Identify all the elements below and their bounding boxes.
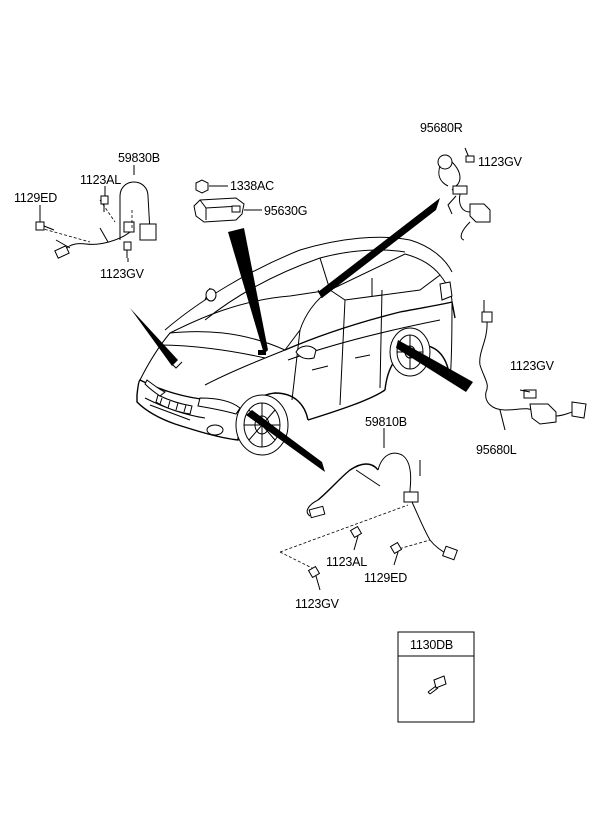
rear-right-wheel-sensor — [437, 147, 491, 241]
label-59830B: 59830B — [118, 151, 160, 165]
label-1129ED-fl: 1129ED — [14, 191, 57, 205]
label-1123GV-fl: 1123GV — [100, 267, 145, 281]
label-1129ED-fr: 1129ED — [364, 571, 407, 585]
front-right-sensor-assembly — [279, 428, 458, 591]
car-illustration — [136, 236, 456, 456]
pointer-wedges — [130, 198, 473, 472]
part-labels: 95680R 1123GV 59830B 1123AL 1129ED 1123G… — [14, 121, 555, 611]
label-95630G: 95630G — [264, 204, 307, 218]
label-95680R: 95680R — [420, 121, 463, 135]
control-module — [193, 179, 262, 223]
label-95680L: 95680L — [476, 443, 517, 457]
legend-box-1130DB: 1130DB — [397, 631, 475, 723]
label-1123GV-rl: 1123GV — [510, 359, 555, 373]
front-left-sensor-assembly — [35, 165, 157, 262]
label-1123GV-fr: 1123GV — [295, 597, 340, 611]
bolt-icon — [427, 675, 447, 695]
legend-box-title: 1130DB — [410, 638, 453, 652]
label-1123GV-rr: 1123GV — [478, 155, 523, 169]
rear-left-wheel-sensor — [479, 300, 587, 431]
label-1123AL-fr: 1123AL — [326, 555, 367, 569]
label-59810B: 59810B — [365, 415, 407, 429]
label-1123AL-fl: 1123AL — [80, 173, 121, 187]
label-1338AC: 1338AC — [230, 179, 274, 193]
